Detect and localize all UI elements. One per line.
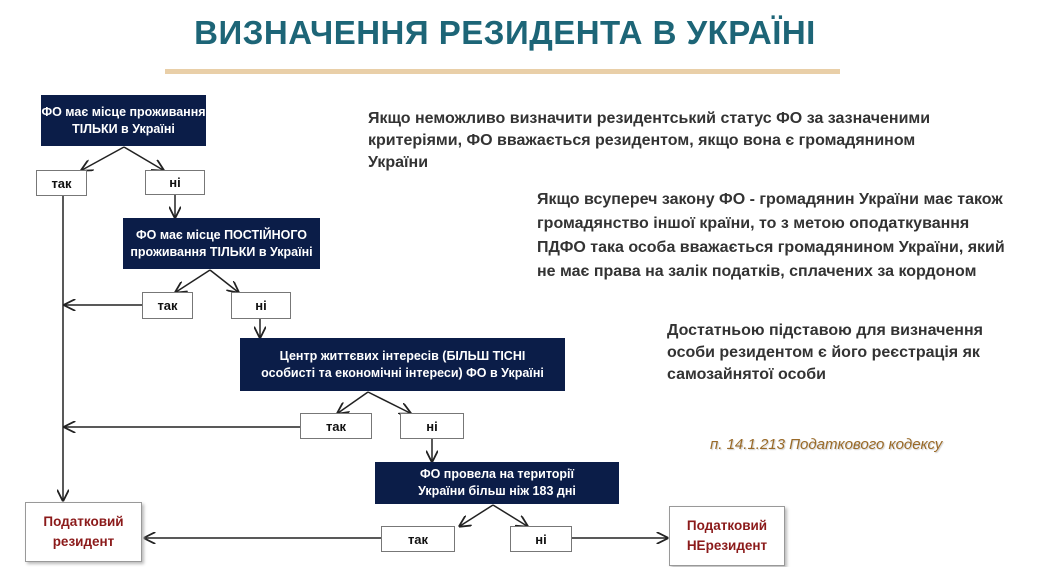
title-underline bbox=[165, 69, 840, 74]
tax-code-citation: п. 14.1.213 Податкового кодексу bbox=[710, 436, 943, 453]
question-box-permanent-residence: ФО має місце ПОСТІЙНОГО проживання ТІЛЬК… bbox=[123, 218, 320, 269]
answer-yes-2: так bbox=[142, 292, 193, 319]
answer-yes-1: так bbox=[36, 170, 87, 196]
question-box-residence: ФО має місце проживання ТІЛЬКИ в Україні bbox=[41, 95, 206, 146]
result-tax-resident: Податковий резидент bbox=[25, 502, 142, 562]
page-title: ВИЗНАЧЕННЯ РЕЗИДЕНТА В УКРАЇНІ bbox=[194, 14, 816, 51]
answer-yes-4: так bbox=[381, 526, 455, 552]
question-box-vital-interests: Центр життєвих інтересів (БІЛЬШ ТІСНІ ос… bbox=[240, 338, 565, 391]
answer-no-2: ні bbox=[231, 292, 291, 319]
note-dual-citizenship: Якщо всупереч закону ФО - громадянин Укр… bbox=[537, 191, 1005, 280]
answer-no-1: ні bbox=[145, 170, 205, 195]
answer-yes-3: так bbox=[300, 413, 372, 439]
answer-no-4: ні bbox=[510, 526, 572, 552]
answer-no-3: ні bbox=[400, 413, 464, 439]
question-box-183-days: ФО провела на території України більш ні… bbox=[375, 462, 619, 504]
note-self-employed: Достатньою підставою для визначення особ… bbox=[667, 322, 983, 383]
note-citizenship: Якщо неможливо визначити резидентський с… bbox=[368, 110, 931, 171]
result-tax-nonresident: Податковий НЕрезидент bbox=[669, 506, 785, 566]
